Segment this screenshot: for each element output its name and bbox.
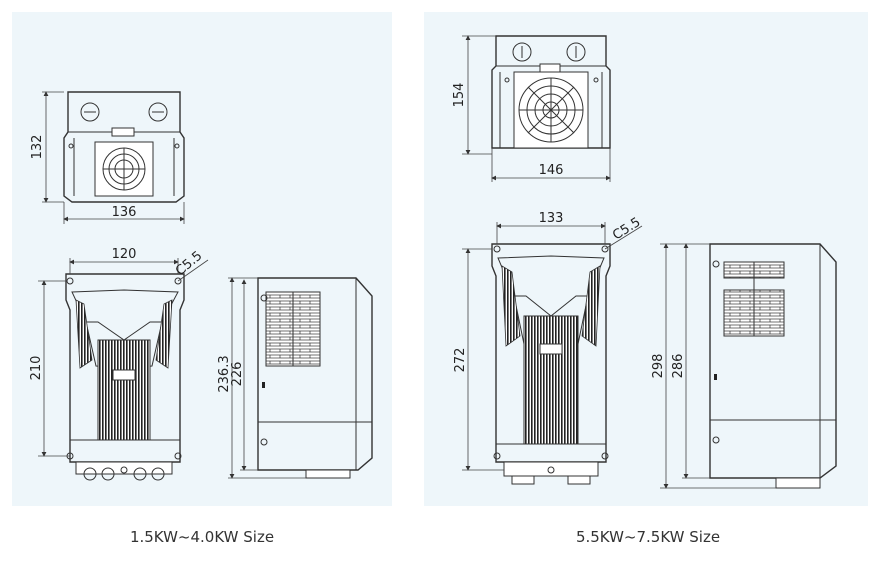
right-front-view: 133 C5.5 272 bbox=[453, 211, 643, 485]
left-side-outer-height-label: 236.3 bbox=[217, 355, 232, 392]
right-corner-label: C5.5 bbox=[610, 215, 643, 243]
right-top-view: 154 146 bbox=[452, 35, 611, 182]
left-side-inner-height-label: 226 bbox=[230, 362, 245, 387]
left-side-view: 236.3 226 bbox=[217, 277, 373, 479]
left-top-width-label: 136 bbox=[112, 205, 137, 220]
left-front-height-label: 210 bbox=[29, 356, 44, 381]
left-corner-label: C5.5 bbox=[173, 248, 205, 279]
left-front-view: 120 C5.5 210 bbox=[29, 247, 209, 481]
caption-small-size: 1.5KW~4.0KW Size bbox=[129, 528, 275, 546]
right-front-width-label: 133 bbox=[539, 211, 564, 226]
right-side-view: 298 286 bbox=[651, 243, 837, 489]
left-top-height-label: 132 bbox=[30, 135, 45, 160]
right-front-height-label: 272 bbox=[453, 348, 468, 373]
right-top-width-label: 146 bbox=[539, 163, 564, 178]
left-front-width-label: 120 bbox=[112, 247, 137, 262]
left-top-view: 132 136 bbox=[30, 91, 185, 224]
right-side-inner-height-label: 286 bbox=[671, 354, 686, 379]
drawing-panel-small bbox=[12, 12, 392, 506]
caption-large-size: 5.5KW~7.5KW Size bbox=[575, 528, 721, 546]
right-side-outer-height-label: 298 bbox=[651, 354, 666, 379]
right-top-height-label: 154 bbox=[452, 83, 467, 108]
